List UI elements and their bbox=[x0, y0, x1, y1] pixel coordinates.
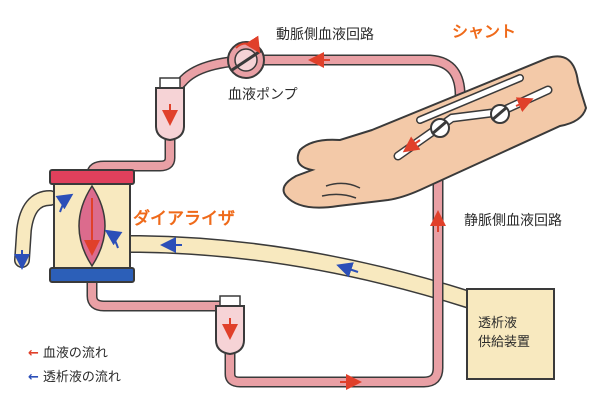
supply-unit-label: 透析液 供給装置 bbox=[478, 316, 531, 350]
blood-flow-arrows bbox=[84, 52, 534, 390]
venous-line-label: 静脈側血液回路 bbox=[464, 213, 562, 229]
venous-blood-line bbox=[86, 140, 444, 388]
legend-dialysate-flow-label: 透析液の流れ bbox=[42, 370, 121, 385]
arterial-line-label: 動脈側血液回路 bbox=[276, 27, 374, 43]
legend-blood-flow: ←血液の流れ bbox=[28, 342, 108, 361]
dialysate-flow-arrows bbox=[14, 237, 359, 278]
legend-dialysate-flow: ←透析液の流れ bbox=[28, 366, 121, 385]
dialysate-supply-unit: 透析液 供給装置 bbox=[466, 288, 555, 380]
blood-pump bbox=[227, 35, 265, 79]
red-arrow-icon: ← bbox=[28, 346, 39, 361]
blood-pump-label: 血液ポンプ bbox=[228, 87, 298, 103]
shunt-needles bbox=[430, 104, 510, 138]
legend-blood-flow-label: 血液の流れ bbox=[42, 346, 108, 361]
blue-arrow-icon: ← bbox=[28, 370, 39, 385]
shunt-label: シャント bbox=[452, 22, 517, 41]
dialyzer-label: ダイアライザ bbox=[133, 209, 235, 229]
